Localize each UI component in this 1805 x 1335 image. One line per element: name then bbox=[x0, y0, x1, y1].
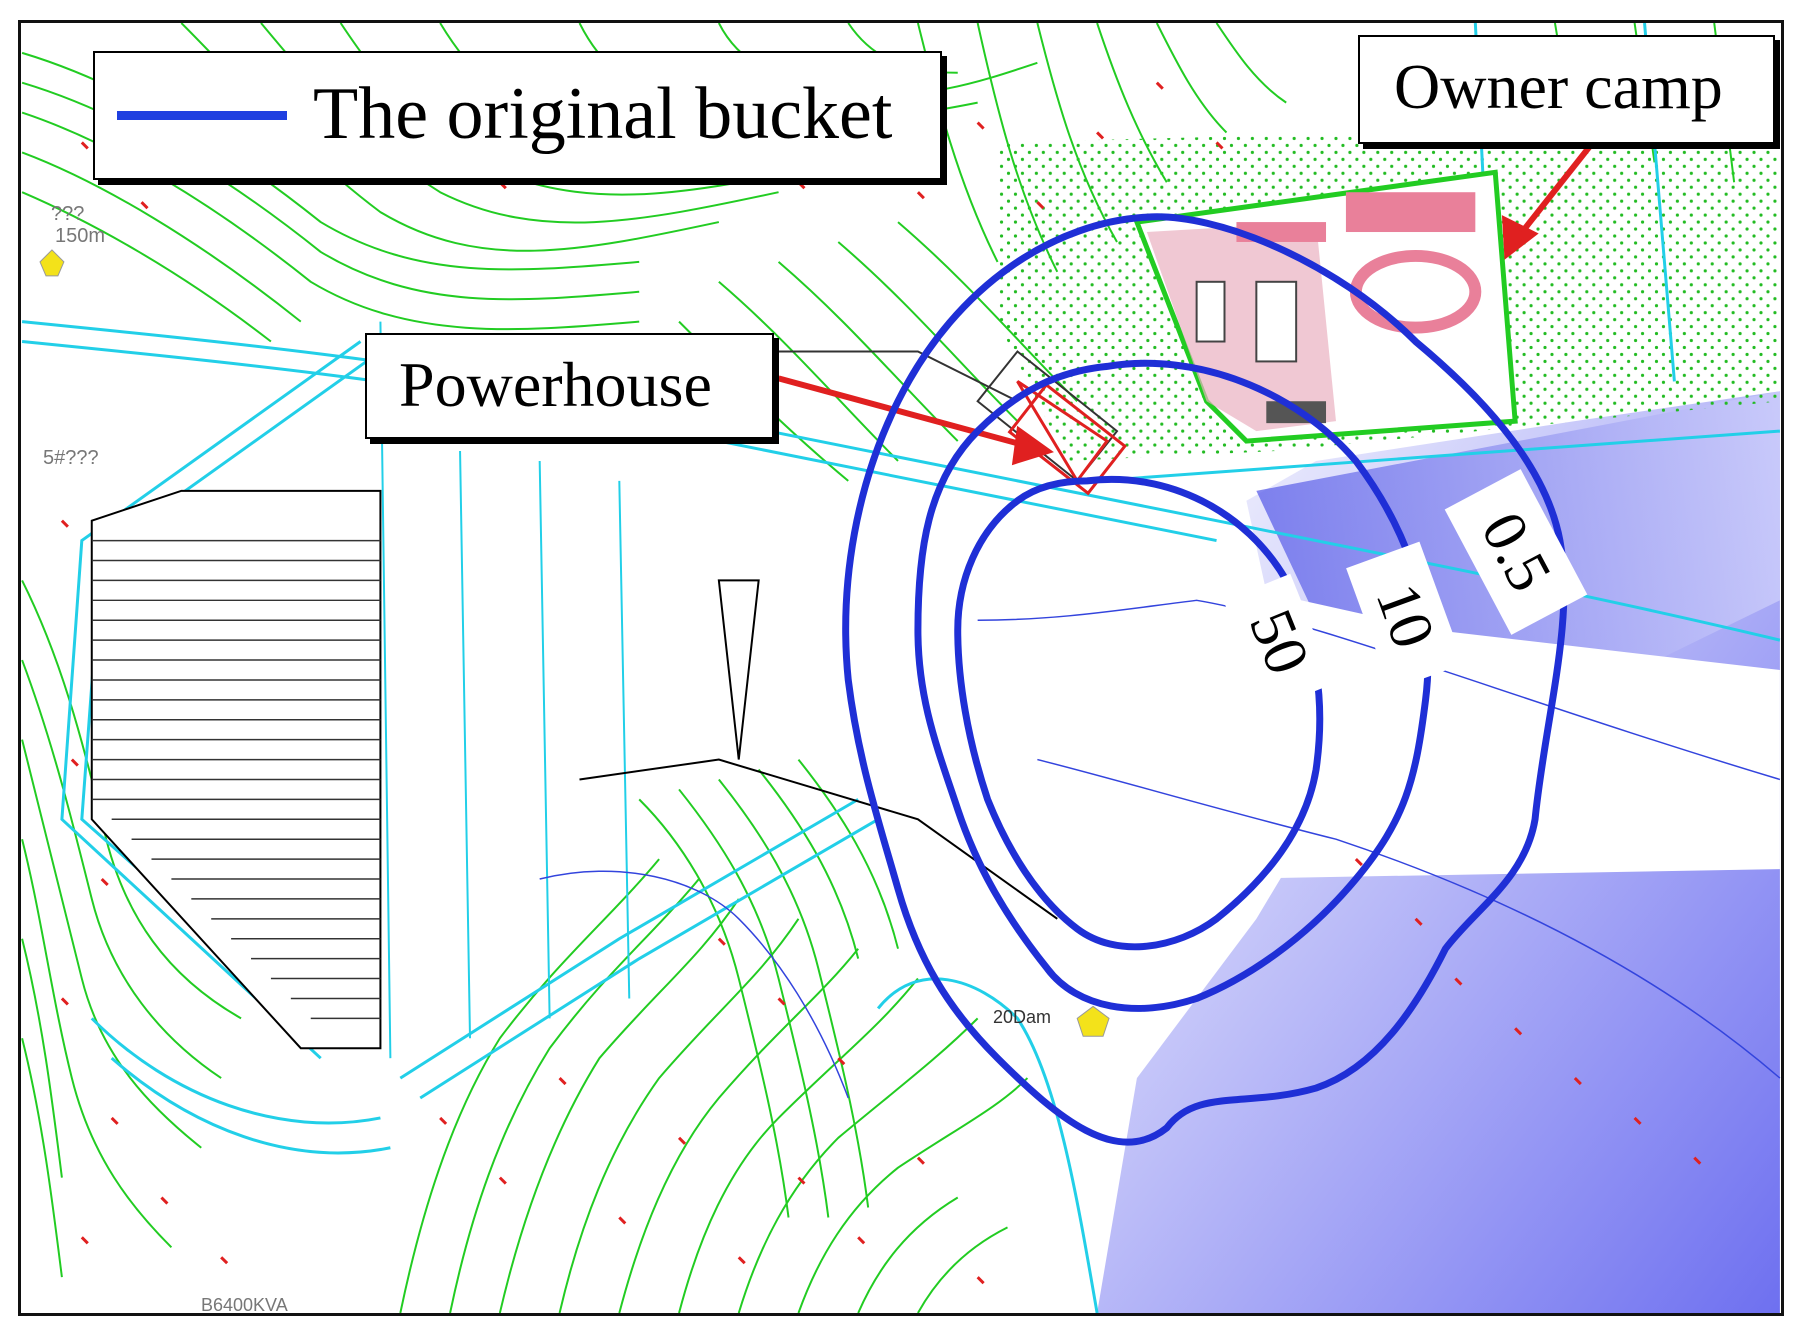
owner-camp-callout: Owner camp bbox=[1358, 35, 1775, 144]
legend-line-swatch bbox=[117, 111, 287, 120]
legend-label: The original bucket bbox=[313, 73, 893, 155]
owner-camp-label: Owner camp bbox=[1394, 51, 1723, 122]
powerhouse-label: Powerhouse bbox=[399, 349, 712, 420]
markers bbox=[39, 249, 1110, 1037]
map-text-top-left-marker: ??? bbox=[51, 203, 85, 225]
map-text-bottom-left: B6400KVA bbox=[201, 1295, 288, 1315]
dam-structure bbox=[90, 321, 1058, 1059]
map-text-left-marker: 5#??? bbox=[43, 447, 99, 469]
contour-10 bbox=[914, 359, 1432, 1012]
legend: The original bucket bbox=[93, 51, 942, 180]
topographic-map bbox=[21, 23, 1781, 1313]
contour-0-5 bbox=[842, 213, 1568, 1146]
map-frame: ??? 150m 5#??? B6400KVA 20Dam 0.5 10 50 … bbox=[18, 20, 1784, 1316]
map-text-bottom-mid: 20Dam bbox=[993, 1007, 1052, 1027]
powerhouse-callout: Powerhouse bbox=[365, 333, 774, 439]
callout-arrows bbox=[777, 130, 1604, 466]
river-bed bbox=[579, 540, 1780, 1138]
map-text-top-left-elev: 150m bbox=[55, 225, 106, 247]
